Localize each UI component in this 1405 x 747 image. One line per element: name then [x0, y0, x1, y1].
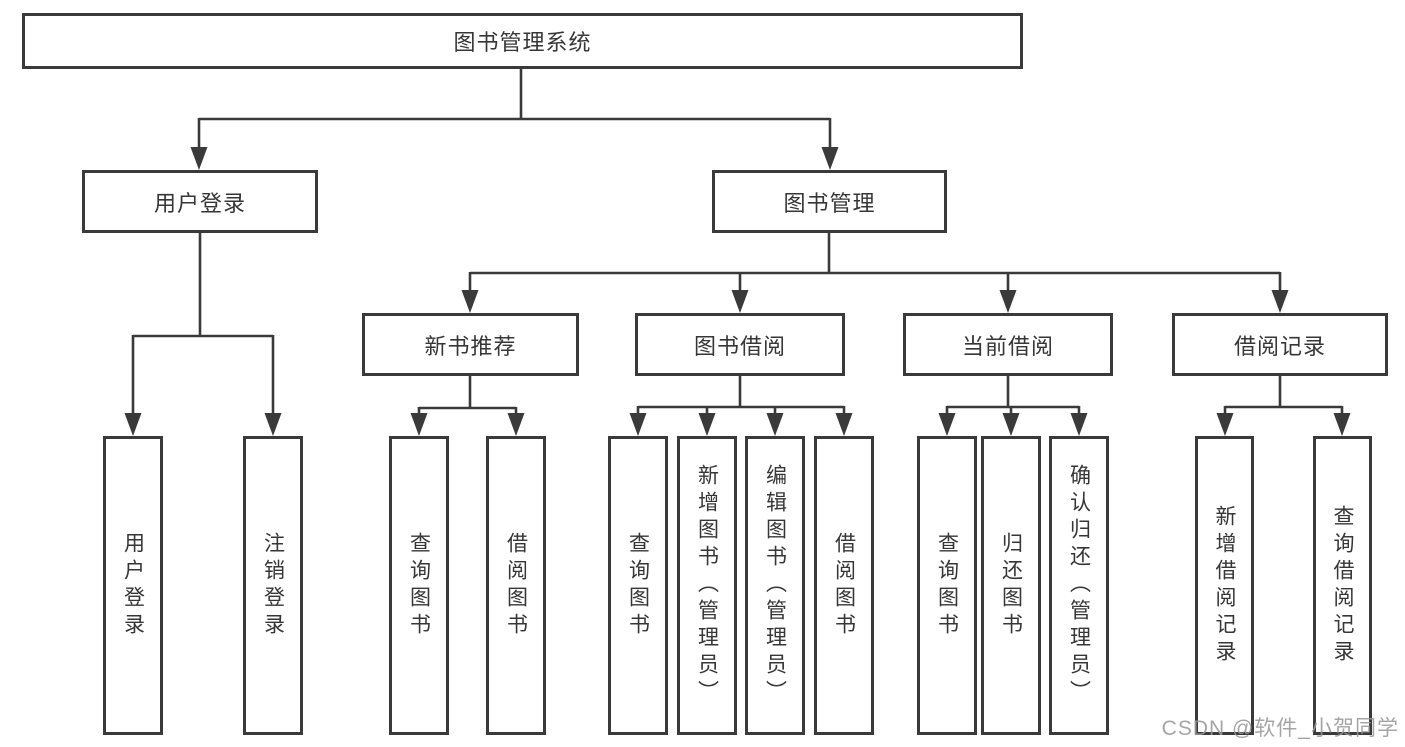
node-label: 注销登录 — [261, 531, 285, 640]
node-leaf-confirm-return-admin: 确认归还（管理员） — [1049, 436, 1109, 735]
node-leaf-query-books-3: 查询图书 — [917, 436, 977, 735]
node-label: 查询图书 — [407, 531, 431, 640]
node-leaf-return-books: 归还图书 — [981, 436, 1041, 735]
node-current-borrow: 当前借阅 — [903, 313, 1113, 376]
arrowheads — [124, 147, 1351, 436]
node-label: 归还图书 — [999, 531, 1023, 640]
node-label: 借阅图书 — [504, 531, 528, 640]
node-leaf-edit-books-admin: 编辑图书（管理员） — [745, 436, 805, 735]
node-label: 新增借阅记录 — [1213, 504, 1236, 667]
node-label: 查询图书 — [935, 531, 959, 640]
watermark: CSDN @软件_小贺同学 — [1161, 717, 1399, 740]
node-leaf-add-borrow-record: 新增借阅记录 — [1195, 436, 1254, 735]
node-leaf-query-borrow-record: 查询借阅记录 — [1313, 436, 1372, 735]
node-label: 新增图书（管理员） — [695, 464, 719, 707]
node-leaf-add-books-admin: 新增图书（管理员） — [677, 436, 737, 735]
node-borrow-records: 借阅记录 — [1172, 313, 1388, 376]
node-leaf-borrow-books-1: 借阅图书 — [486, 436, 546, 735]
node-label: 当前借阅 — [961, 333, 1054, 359]
node-book-borrow: 图书借阅 — [635, 313, 845, 376]
node-label: 借阅图书 — [832, 531, 856, 640]
node-label: 查询图书 — [626, 531, 650, 640]
node-new-book-recommend: 新书推荐 — [362, 313, 579, 376]
node-leaf-borrow-books-2: 借阅图书 — [814, 436, 874, 735]
node-label: 图书借阅 — [693, 333, 786, 359]
node-label: 图书管理系统 — [453, 30, 592, 55]
node-label: 新书推荐 — [424, 333, 517, 359]
node-leaf-query-books-2: 查询图书 — [608, 436, 668, 735]
node-leaf-user-login: 用户登录 — [103, 436, 163, 735]
node-label: 用户登录 — [121, 531, 145, 640]
node-label: 图书管理 — [783, 190, 876, 216]
node-label: 用户登录 — [153, 190, 246, 216]
node-label: 确认归还（管理员） — [1067, 464, 1091, 707]
node-leaf-logout: 注销登录 — [243, 436, 303, 735]
node-leaf-query-books-1: 查询图书 — [389, 436, 449, 735]
node-library-management-system: 图书管理系统 — [22, 13, 1023, 69]
node-user-login: 用户登录 — [82, 170, 318, 233]
node-book-management: 图书管理 — [712, 170, 947, 233]
node-label: 编辑图书（管理员） — [763, 464, 787, 707]
node-label: 借阅记录 — [1233, 333, 1326, 359]
node-label: 查询借阅记录 — [1331, 504, 1354, 667]
